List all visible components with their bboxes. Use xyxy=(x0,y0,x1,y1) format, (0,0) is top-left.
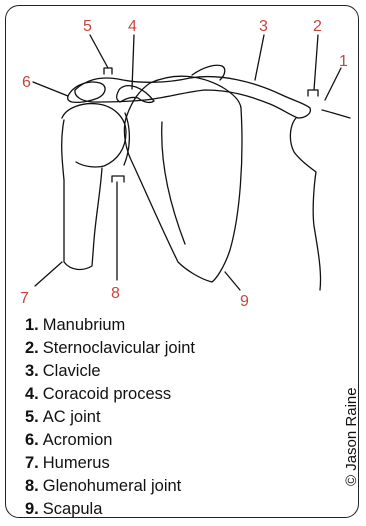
callout-number-5: 5 xyxy=(83,18,92,35)
leader-5 xyxy=(90,35,108,68)
callout-number-2: 2 xyxy=(313,18,322,35)
legend-item: 4.Coracoid process xyxy=(25,383,195,406)
leader-2 xyxy=(314,35,318,90)
humerus-head xyxy=(62,104,126,167)
legend-item: 9.Scapula xyxy=(25,498,195,521)
scapula-lateral-border xyxy=(162,122,185,244)
ac-joint-bracket xyxy=(104,68,112,74)
legend-item: 7.Humerus xyxy=(25,452,195,475)
leader-7 xyxy=(35,262,62,286)
legend-list: 1.Manubrium 2.Sternoclavicular joint 3.C… xyxy=(25,314,195,521)
copyright-credit: © Jason Raine xyxy=(343,387,360,486)
leader-1 xyxy=(325,68,341,100)
callout-number-8: 8 xyxy=(111,285,120,302)
humerus-shaft xyxy=(62,120,102,269)
legend-item: 1.Manubrium xyxy=(25,314,195,337)
callout-number-6: 6 xyxy=(22,74,31,91)
legend-item: 6.Acromion xyxy=(25,429,195,452)
legend-item: 2.Sternoclavicular joint xyxy=(25,337,195,360)
manubrium-outline xyxy=(290,118,320,290)
callout-number-9: 9 xyxy=(240,293,249,310)
legend-item: 3.Clavicle xyxy=(25,360,195,383)
legend-item: 5.AC joint xyxy=(25,406,195,429)
clavicle-outline xyxy=(75,77,310,118)
gh-joint-bracket xyxy=(112,176,124,182)
leader-9 xyxy=(225,272,240,290)
sc-joint-bracket xyxy=(308,90,318,96)
sternum-edge xyxy=(322,110,350,118)
leader-3 xyxy=(255,35,264,80)
callout-number-7: 7 xyxy=(20,290,29,307)
callout-number-1: 1 xyxy=(339,53,348,70)
acromion-outline xyxy=(68,82,105,102)
leader-6 xyxy=(33,82,68,96)
callout-number-3: 3 xyxy=(259,18,268,35)
scapula-outline xyxy=(124,76,242,282)
legend-item: 8.Glenohumeral joint xyxy=(25,475,195,498)
callout-number-4: 4 xyxy=(128,18,137,35)
